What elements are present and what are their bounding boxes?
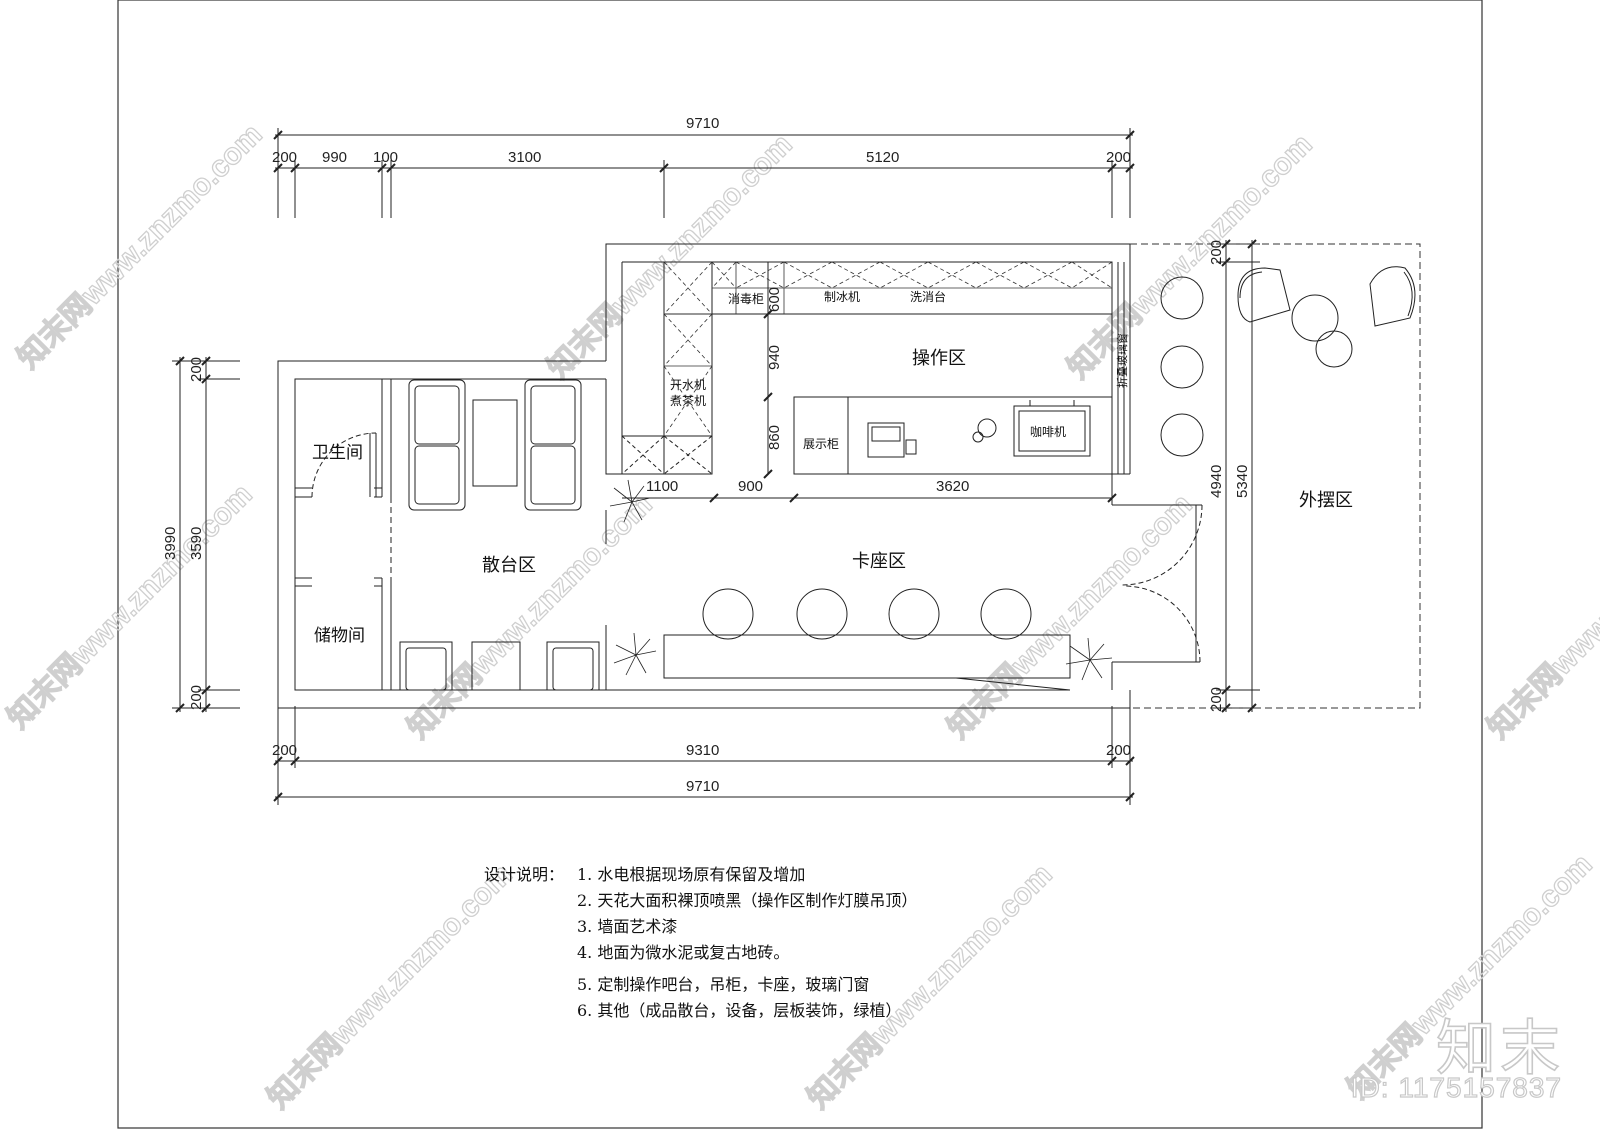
dim-bottom-total: 9710 bbox=[686, 778, 719, 795]
dim-left-total: 3990 bbox=[162, 527, 179, 560]
dim-counter-1100: 1100 bbox=[646, 478, 678, 495]
room-operation-label: 操作区 bbox=[912, 348, 966, 369]
room-casual-label: 散台区 bbox=[482, 555, 536, 576]
dim-ops-940: 940 bbox=[766, 345, 783, 370]
dim-left-bottom: 200 bbox=[188, 685, 205, 710]
dim-left-inner: 3590 bbox=[188, 527, 205, 560]
note-item: 1. 水电根据现场原有保留及增加 bbox=[577, 865, 806, 884]
room-storage-label: 储物间 bbox=[314, 626, 365, 646]
plant-icon bbox=[609, 479, 1113, 681]
watermark-text: 知末网www.znzmo.com bbox=[262, 858, 519, 1115]
display-cabinet-label: 展示柜 bbox=[803, 437, 839, 451]
dim-right-inner: 4940 bbox=[1208, 465, 1225, 498]
dim-bottom-seg: 9310 bbox=[686, 742, 719, 759]
dim-top-total: 9710 bbox=[686, 115, 719, 132]
dim-top-seg: 200 bbox=[272, 149, 297, 166]
tea-boiler-label: 煮茶机 bbox=[670, 393, 706, 408]
dim-counter-900: 900 bbox=[738, 478, 763, 495]
room-bathroom-label: 卫生间 bbox=[312, 443, 363, 463]
note-item: 2. 天花大面积裸顶喷黑（操作区制作灯膜吊顶） bbox=[577, 891, 918, 910]
dim-top-seg: 200 bbox=[1106, 149, 1131, 166]
dim-bottom-seg: 200 bbox=[272, 742, 297, 759]
wash-station-label: 洗消台 bbox=[910, 289, 946, 304]
dim-ops-860: 860 bbox=[766, 425, 783, 450]
note-item: 4. 地面为微水泥或复古地砖。 bbox=[577, 943, 790, 962]
sterilizer-label: 消毒柜 bbox=[728, 292, 764, 306]
dim-right-bottom: 200 bbox=[1208, 687, 1225, 712]
watermark-text: 知末网www.znzmo.com bbox=[2, 478, 259, 735]
note-item: 3. 墙面艺术漆 bbox=[577, 917, 678, 936]
document-id: ID: 1175157837 bbox=[1350, 1071, 1562, 1103]
coffee-machine-label: 咖啡机 bbox=[1030, 424, 1066, 439]
dim-bottom-seg: 200 bbox=[1106, 742, 1131, 759]
notes-heading: 设计说明： bbox=[484, 865, 565, 884]
dim-left-top: 200 bbox=[188, 357, 205, 382]
dim-top-seg: 5120 bbox=[866, 149, 899, 166]
watermark-text: 知末网www.znzmo.com bbox=[542, 128, 799, 385]
watermark-text: 知末网www.znzmo.com bbox=[402, 488, 659, 745]
sheet-border bbox=[117, 0, 1483, 1129]
room-booth-label: 卡座区 bbox=[852, 551, 906, 572]
dim-right-top: 200 bbox=[1208, 240, 1225, 265]
dim-right-total: 5340 bbox=[1234, 465, 1251, 498]
dim-top-seg: 3100 bbox=[508, 149, 541, 166]
dim-ops-600: 600 bbox=[766, 287, 783, 312]
watermark-text: 知末网www.znzmo.com bbox=[1062, 128, 1319, 385]
dim-top-seg: 990 bbox=[322, 149, 347, 166]
dim-counter-3620: 3620 bbox=[936, 478, 969, 495]
water-boiler-label: 开水机 bbox=[670, 378, 706, 392]
note-item: 5. 定制操作吧台，吊柜，卡座，玻璃门窗 bbox=[577, 975, 870, 994]
watermark-text: 知末网www.znzmo.com bbox=[942, 488, 1199, 745]
watermark-text: 知末网www.znzmo.com bbox=[12, 118, 269, 375]
design-notes: 设计说明： 1. 水电根据现场原有保留及增加 2. 天花大面积裸顶喷黑（操作区制作… bbox=[484, 862, 917, 1024]
watermark-text: 知末网www.znzmo.com bbox=[1482, 488, 1600, 745]
ice-machine-label: 制冰机 bbox=[824, 290, 860, 304]
note-item: 6. 其他（成品散台，设备，层板装饰，绿植） bbox=[577, 1001, 902, 1020]
brand-watermark: 知末 bbox=[1435, 1013, 1564, 1085]
room-outdoor-label: 外摆区 bbox=[1299, 490, 1353, 511]
folding-window-label: 折叠玻璃窗 bbox=[1115, 333, 1129, 388]
dim-top-seg: 100 bbox=[373, 149, 398, 166]
